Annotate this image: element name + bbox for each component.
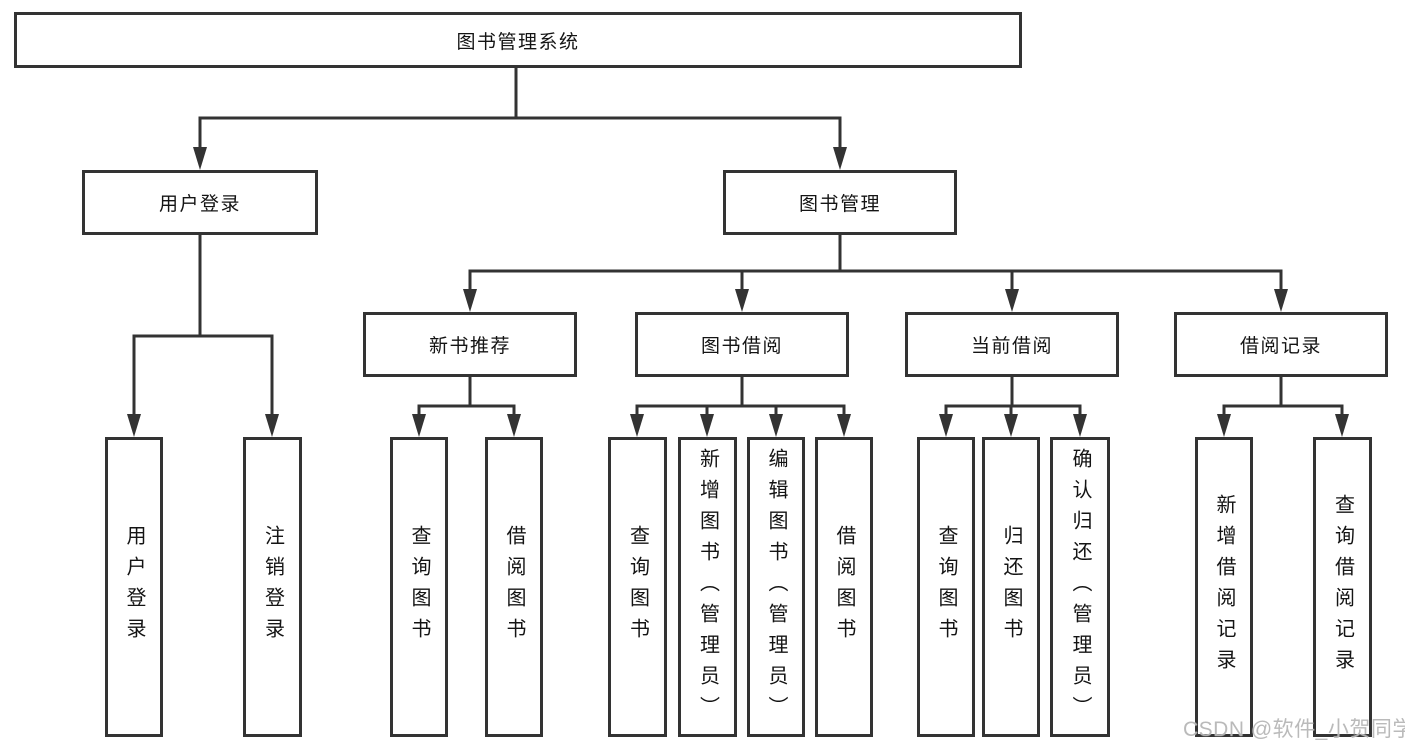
leaf-bookborrow-add-books-admin: 新增图书（管理员） — [678, 437, 737, 737]
node-label: 用户登录 — [158, 194, 241, 215]
connector-recommend-branch — [417, 404, 516, 417]
node-label: 借阅图书 — [833, 525, 855, 649]
node-label: 借阅记录 — [1239, 336, 1322, 357]
connector-currentborrow-branch — [944, 404, 1082, 417]
node-label: 确认归还（管理员） — [1069, 447, 1091, 727]
node-current-borrow: 当前借阅 — [905, 312, 1119, 377]
leaf-bookborrow-edit-books-admin: 编辑图书（管理员） — [747, 437, 805, 737]
arrowheads — [127, 147, 1349, 437]
node-new-book-recommend: 新书推荐 — [363, 312, 577, 377]
node-label: 当前借阅 — [970, 336, 1053, 357]
connector-bookborrow-branch — [635, 404, 846, 417]
node-label: 新书推荐 — [428, 336, 511, 357]
node-label: 归还图书 — [1000, 525, 1022, 649]
leaf-currentborrow-query-books: 查询图书 — [917, 437, 975, 737]
connector-userlogin-branch — [132, 334, 274, 417]
leaf-user-login: 用户登录 — [105, 437, 163, 737]
leaf-currentborrow-return-books: 归还图书 — [982, 437, 1040, 737]
leaf-records-add-record: 新增借阅记录 — [1195, 437, 1253, 737]
node-label: 查询借阅记录 — [1331, 494, 1354, 680]
node-label: 图书管理 — [798, 194, 881, 215]
node-label: 查询图书 — [626, 525, 649, 649]
node-label: 编辑图书（管理员） — [765, 447, 787, 727]
node-label: 图书管理系统 — [456, 31, 580, 53]
node-book-management: 图书管理 — [723, 170, 957, 235]
node-label: 查询图书 — [408, 525, 430, 649]
node-label: 新增借阅记录 — [1213, 494, 1235, 680]
leaf-bookborrow-query-books: 查询图书 — [608, 437, 667, 737]
leaf-logout: 注销登录 — [243, 437, 302, 737]
node-label: 借阅图书 — [503, 525, 525, 649]
connector-root-branch — [198, 116, 842, 150]
node-label: 图书借阅 — [700, 336, 783, 357]
node-label: 查询图书 — [935, 525, 957, 649]
node-borrow-records: 借阅记录 — [1174, 312, 1388, 377]
leaf-records-query-record: 查询借阅记录 — [1313, 437, 1372, 737]
node-label: 注销登录 — [261, 525, 284, 649]
node-label: 新增图书（管理员） — [696, 447, 719, 727]
node-label: 用户登录 — [123, 525, 145, 649]
leaf-recommend-borrow-books: 借阅图书 — [485, 437, 543, 737]
connector-records-branch — [1222, 404, 1344, 417]
leaf-recommend-query-books: 查询图书 — [390, 437, 448, 737]
node-user-login: 用户登录 — [82, 170, 318, 235]
connector-bookmgmt-branch — [468, 269, 1283, 292]
leaf-currentborrow-confirm-return-admin: 确认归还（管理员） — [1050, 437, 1110, 737]
node-root-library-system: 图书管理系统 — [14, 12, 1022, 68]
leaf-bookborrow-borrow-books: 借阅图书 — [815, 437, 873, 737]
node-book-borrow: 图书借阅 — [635, 312, 849, 377]
csdn-watermark: CSDN @软件_小贺同学 — [1183, 718, 1405, 741]
